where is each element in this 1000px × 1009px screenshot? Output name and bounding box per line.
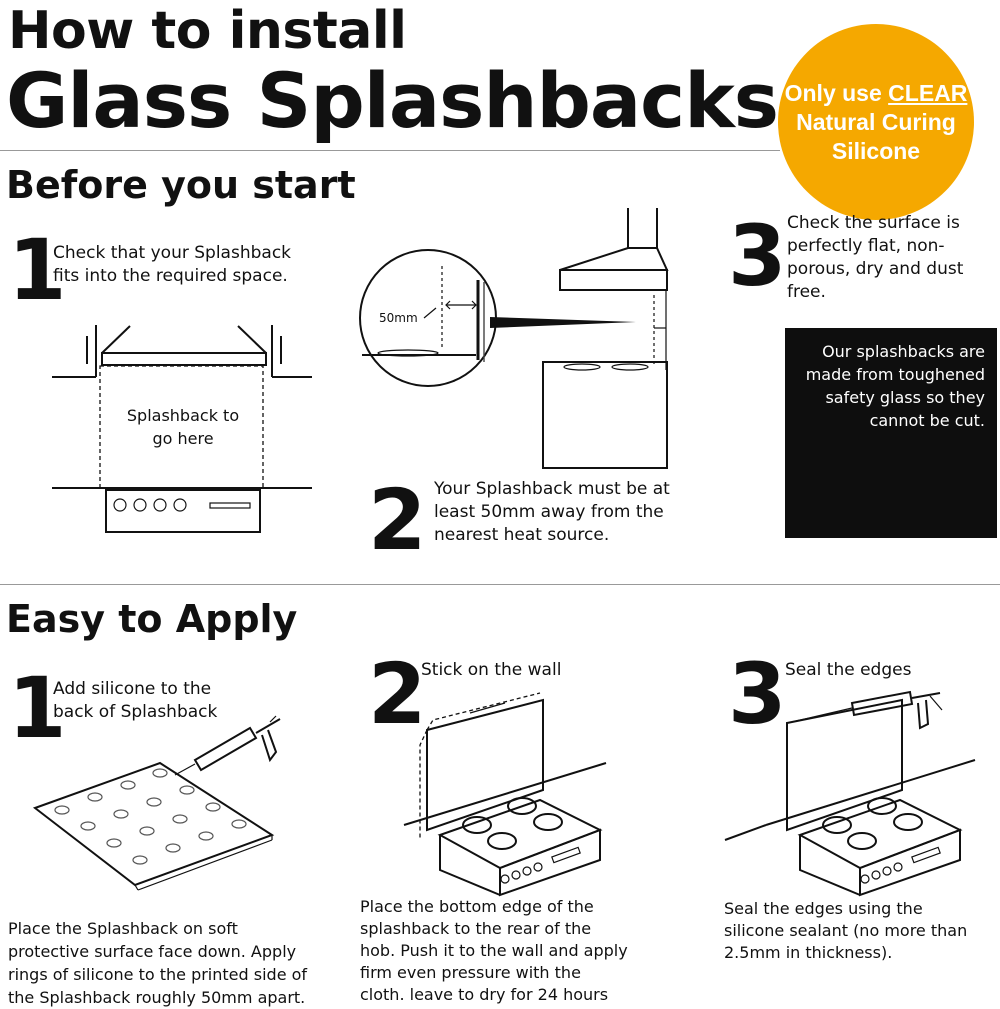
before-step2-number: 2: [368, 471, 427, 569]
distance-measure-label: 50mm: [379, 311, 418, 325]
sealant-gun-icon: [791, 690, 943, 730]
cut-warning-text: Our splashbacks are made from toughened …: [805, 342, 985, 430]
before-step3-number: 3: [728, 207, 787, 305]
apply-step2-caption: Place the bottom edge of the splashback …: [360, 897, 628, 1004]
apply-step3-title: Seal the edges: [785, 660, 912, 680]
before-step1-number: 1: [8, 221, 67, 319]
apply-step1-caption: Place the Splashback on soft protective …: [8, 919, 308, 1007]
before-step3-text: Check the surface is perfectly flat, non…: [787, 213, 964, 302]
apply-step2-number: 2: [368, 645, 427, 743]
page-title-line2: Glass Splashbacks: [6, 56, 779, 145]
apply-step1-title: Add silicone to the back of Splashback: [53, 679, 218, 722]
silicone-badge: Only use CLEAR Natural Curing Silicone: [778, 24, 974, 220]
badge-emphasis: CLEAR: [888, 79, 968, 106]
section-divider: [0, 584, 1000, 585]
apply-step1-number: 1: [8, 659, 67, 757]
fit-label-line2: go here: [152, 429, 214, 448]
before-heading: Before you start: [6, 163, 356, 207]
cut-warning-box: Our splashbacks are made from toughened …: [785, 328, 997, 538]
header-divider: [0, 150, 780, 151]
badge-prefix: Only use: [784, 79, 889, 106]
badge-line2: Natural Curing: [796, 108, 956, 135]
badge-line3: Silicone: [831, 137, 921, 164]
page-title-line1: How to install: [8, 1, 407, 61]
apply-step3-number: 3: [728, 645, 787, 743]
apply-step2-title: Stick on the wall: [421, 660, 562, 680]
before-step2-text: Your Splashback must be at least 50mm aw…: [434, 479, 670, 545]
apply-heading: Easy to Apply: [6, 597, 298, 641]
fit-label-line1: Splashback to: [126, 406, 240, 425]
apply-step3-caption: Seal the edges using the silicone sealan…: [724, 899, 968, 962]
before-step1-text: Check that your Splashback fits into the…: [53, 243, 292, 286]
caulking-gun-icon: [174, 715, 281, 776]
